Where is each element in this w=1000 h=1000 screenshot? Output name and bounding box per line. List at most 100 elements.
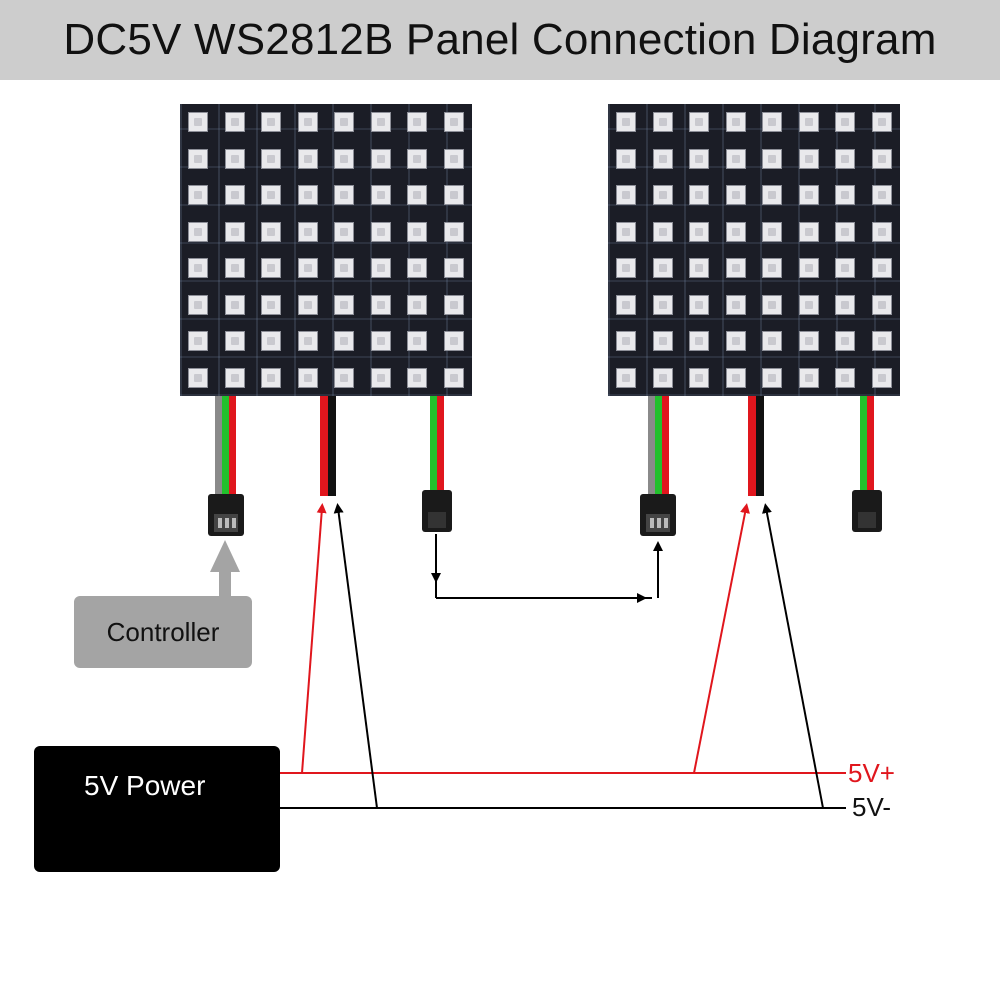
led-pixel bbox=[689, 258, 710, 279]
led-pixel bbox=[798, 221, 819, 242]
led-pixel bbox=[689, 112, 710, 133]
led-pixel bbox=[762, 294, 783, 315]
led-pixel bbox=[798, 331, 819, 352]
panel-2-positive-feed bbox=[693, 503, 750, 774]
led-pixel bbox=[871, 148, 892, 169]
led-pixel bbox=[616, 148, 637, 169]
led-pixel bbox=[725, 185, 746, 206]
led-pixel bbox=[188, 294, 209, 315]
led-pixel bbox=[798, 112, 819, 133]
led-pixel bbox=[798, 185, 819, 206]
led-pixel bbox=[443, 148, 464, 169]
led-pixel bbox=[652, 367, 673, 388]
led-pixel bbox=[652, 221, 673, 242]
led-pixel bbox=[188, 367, 209, 388]
led-pixel bbox=[725, 294, 746, 315]
led-pixel bbox=[871, 258, 892, 279]
led-pixel bbox=[224, 258, 245, 279]
led-pixel bbox=[407, 185, 428, 206]
led-pixel bbox=[188, 331, 209, 352]
led-pixel bbox=[224, 294, 245, 315]
led-pixel bbox=[798, 148, 819, 169]
panel-2-input-connector bbox=[640, 494, 676, 536]
led-pixel bbox=[725, 112, 746, 133]
power-supply-label: 5V Power bbox=[84, 770, 206, 801]
panel-1-positive-feed bbox=[301, 503, 327, 774]
led-pixel bbox=[443, 258, 464, 279]
page-title: DC5V WS2812B Panel Connection Diagram bbox=[63, 15, 937, 64]
led-pixel bbox=[407, 221, 428, 242]
led-pixel bbox=[334, 331, 355, 352]
controller-label: Controller bbox=[106, 616, 220, 647]
led-pixel bbox=[443, 112, 464, 133]
led-pixel bbox=[762, 112, 783, 133]
led-pixel bbox=[616, 112, 637, 133]
led-pixel bbox=[689, 367, 710, 388]
led-pixel bbox=[835, 185, 856, 206]
led-pixel bbox=[871, 367, 892, 388]
led-pixel bbox=[370, 331, 391, 352]
led-pixel bbox=[725, 331, 746, 352]
controller-arrow bbox=[210, 540, 240, 598]
led-pixel bbox=[871, 112, 892, 133]
panel-1-data-in-wires bbox=[215, 396, 236, 496]
led-pixel bbox=[407, 331, 428, 352]
led-pixel bbox=[652, 185, 673, 206]
led-pixel bbox=[334, 367, 355, 388]
led-pixel bbox=[835, 221, 856, 242]
led-pixel bbox=[762, 221, 783, 242]
panel-2-data-in-wires bbox=[648, 396, 669, 496]
led-pixel bbox=[762, 258, 783, 279]
led-pixel bbox=[835, 112, 856, 133]
led-pixel bbox=[616, 221, 637, 242]
led-pixel bbox=[835, 367, 856, 388]
panel-1-output-connector bbox=[422, 490, 452, 532]
led-pixel bbox=[762, 367, 783, 388]
led-pixel bbox=[370, 221, 391, 242]
led-pixel bbox=[871, 185, 892, 206]
panel-2-negative-feed bbox=[762, 503, 824, 809]
led-pixel bbox=[616, 331, 637, 352]
led-pixel bbox=[370, 367, 391, 388]
led-pixel bbox=[297, 112, 318, 133]
led-pixel bbox=[297, 221, 318, 242]
led-pixel bbox=[762, 148, 783, 169]
led-pixel bbox=[407, 294, 428, 315]
led-pixel bbox=[689, 148, 710, 169]
led-pixel bbox=[835, 148, 856, 169]
led-pixel bbox=[334, 185, 355, 206]
led-pixel bbox=[835, 294, 856, 315]
led-pixel bbox=[407, 258, 428, 279]
led-pixel bbox=[871, 221, 892, 242]
led-pixel bbox=[261, 112, 282, 133]
led-pixel bbox=[188, 185, 209, 206]
led-pixel bbox=[443, 221, 464, 242]
led-pixel bbox=[616, 367, 637, 388]
led-pixel bbox=[798, 367, 819, 388]
led-pixel bbox=[224, 112, 245, 133]
led-pixel bbox=[188, 112, 209, 133]
led-pixel bbox=[652, 331, 673, 352]
led-pixel bbox=[261, 148, 282, 169]
led-pixel bbox=[224, 367, 245, 388]
negative-rail-label: 5V- bbox=[852, 792, 892, 822]
led-pixel bbox=[334, 148, 355, 169]
led-pixel bbox=[443, 367, 464, 388]
led-pixel bbox=[334, 221, 355, 242]
led-pixel bbox=[725, 367, 746, 388]
led-pixel bbox=[188, 148, 209, 169]
led-pixel bbox=[725, 258, 746, 279]
led-pixel bbox=[188, 221, 209, 242]
led-pixel bbox=[297, 367, 318, 388]
led-pixel bbox=[224, 221, 245, 242]
led-pixel bbox=[370, 148, 391, 169]
led-pixel bbox=[762, 331, 783, 352]
panel-1-negative-feed bbox=[333, 503, 378, 809]
led-pixel bbox=[616, 185, 637, 206]
led-pixel bbox=[261, 294, 282, 315]
data-link-arrows bbox=[431, 534, 663, 603]
led-pixel bbox=[224, 331, 245, 352]
led-pixel bbox=[370, 294, 391, 315]
led-pixel bbox=[261, 331, 282, 352]
